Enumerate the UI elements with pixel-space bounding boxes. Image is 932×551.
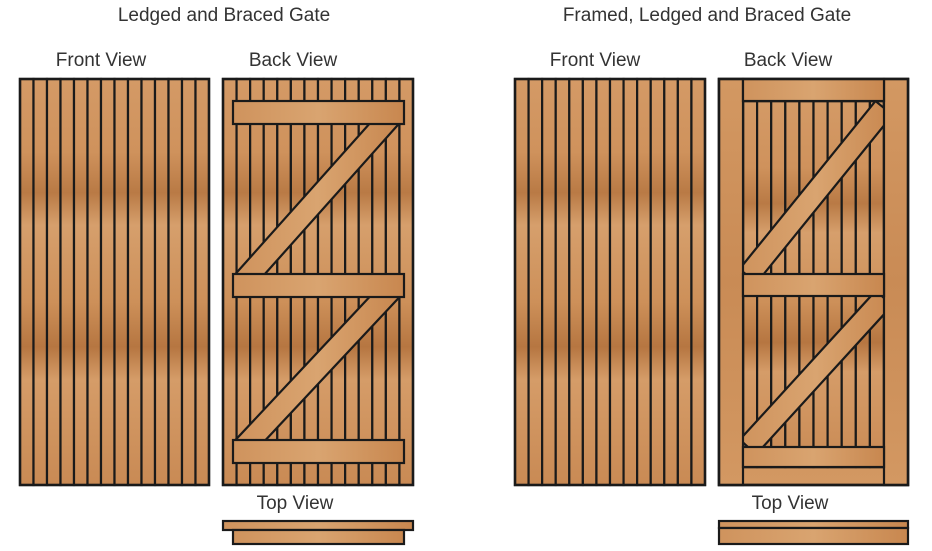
board <box>663 77 679 487</box>
board-outline <box>221 77 415 487</box>
middle-rail <box>741 272 886 298</box>
right-front-view-label: Front View <box>549 50 641 71</box>
bottom-rail <box>741 445 886 469</box>
board-outline <box>513 77 707 487</box>
right-top-view-label: Top View <box>751 493 829 514</box>
board <box>568 77 584 487</box>
board <box>59 77 76 487</box>
board <box>513 77 530 487</box>
board <box>72 77 89 487</box>
board <box>676 77 693 487</box>
left-front-view-label: Front View <box>55 50 147 71</box>
board <box>554 77 571 487</box>
board <box>113 77 130 487</box>
board <box>86 77 103 487</box>
board <box>140 77 157 487</box>
left-back-view-label: Back View <box>248 50 338 71</box>
left-stile <box>717 77 745 487</box>
left-front-view-boards <box>18 77 211 487</box>
right-stile <box>882 77 910 487</box>
board <box>194 77 211 487</box>
board <box>126 77 143 487</box>
left-back-view-braces <box>231 99 406 465</box>
top-rail <box>741 77 886 103</box>
board <box>690 77 707 487</box>
board <box>527 77 544 487</box>
board <box>595 77 612 487</box>
board <box>18 77 35 487</box>
top-view-frame <box>717 526 910 546</box>
middle-ledge <box>231 272 406 299</box>
board <box>167 77 184 487</box>
left-top-view-label: Top View <box>256 493 334 514</box>
bottom-ledge <box>231 438 406 465</box>
top-view-ledge <box>231 528 406 546</box>
top-ledge <box>231 99 406 126</box>
board <box>153 77 170 487</box>
right-front-view-boards <box>513 77 707 487</box>
top-view-boards <box>221 519 415 532</box>
top-views <box>221 519 910 546</box>
ledged-braced-gate-title: Ledged and Braced Gate <box>117 5 331 26</box>
board <box>649 77 666 487</box>
board <box>622 77 639 487</box>
frame-outline <box>717 77 910 487</box>
board <box>32 77 49 487</box>
board <box>541 77 557 487</box>
board <box>581 77 598 487</box>
right-back-view-label: Back View <box>743 50 833 71</box>
board-outline <box>18 77 211 487</box>
board <box>45 77 62 487</box>
board <box>180 77 197 487</box>
framed-ledged-braced-gate-title: Framed, Ledged and Braced Gate <box>562 5 852 26</box>
board <box>608 77 625 487</box>
board <box>636 77 652 487</box>
board <box>99 77 116 487</box>
right-back-view-frame <box>717 77 910 487</box>
